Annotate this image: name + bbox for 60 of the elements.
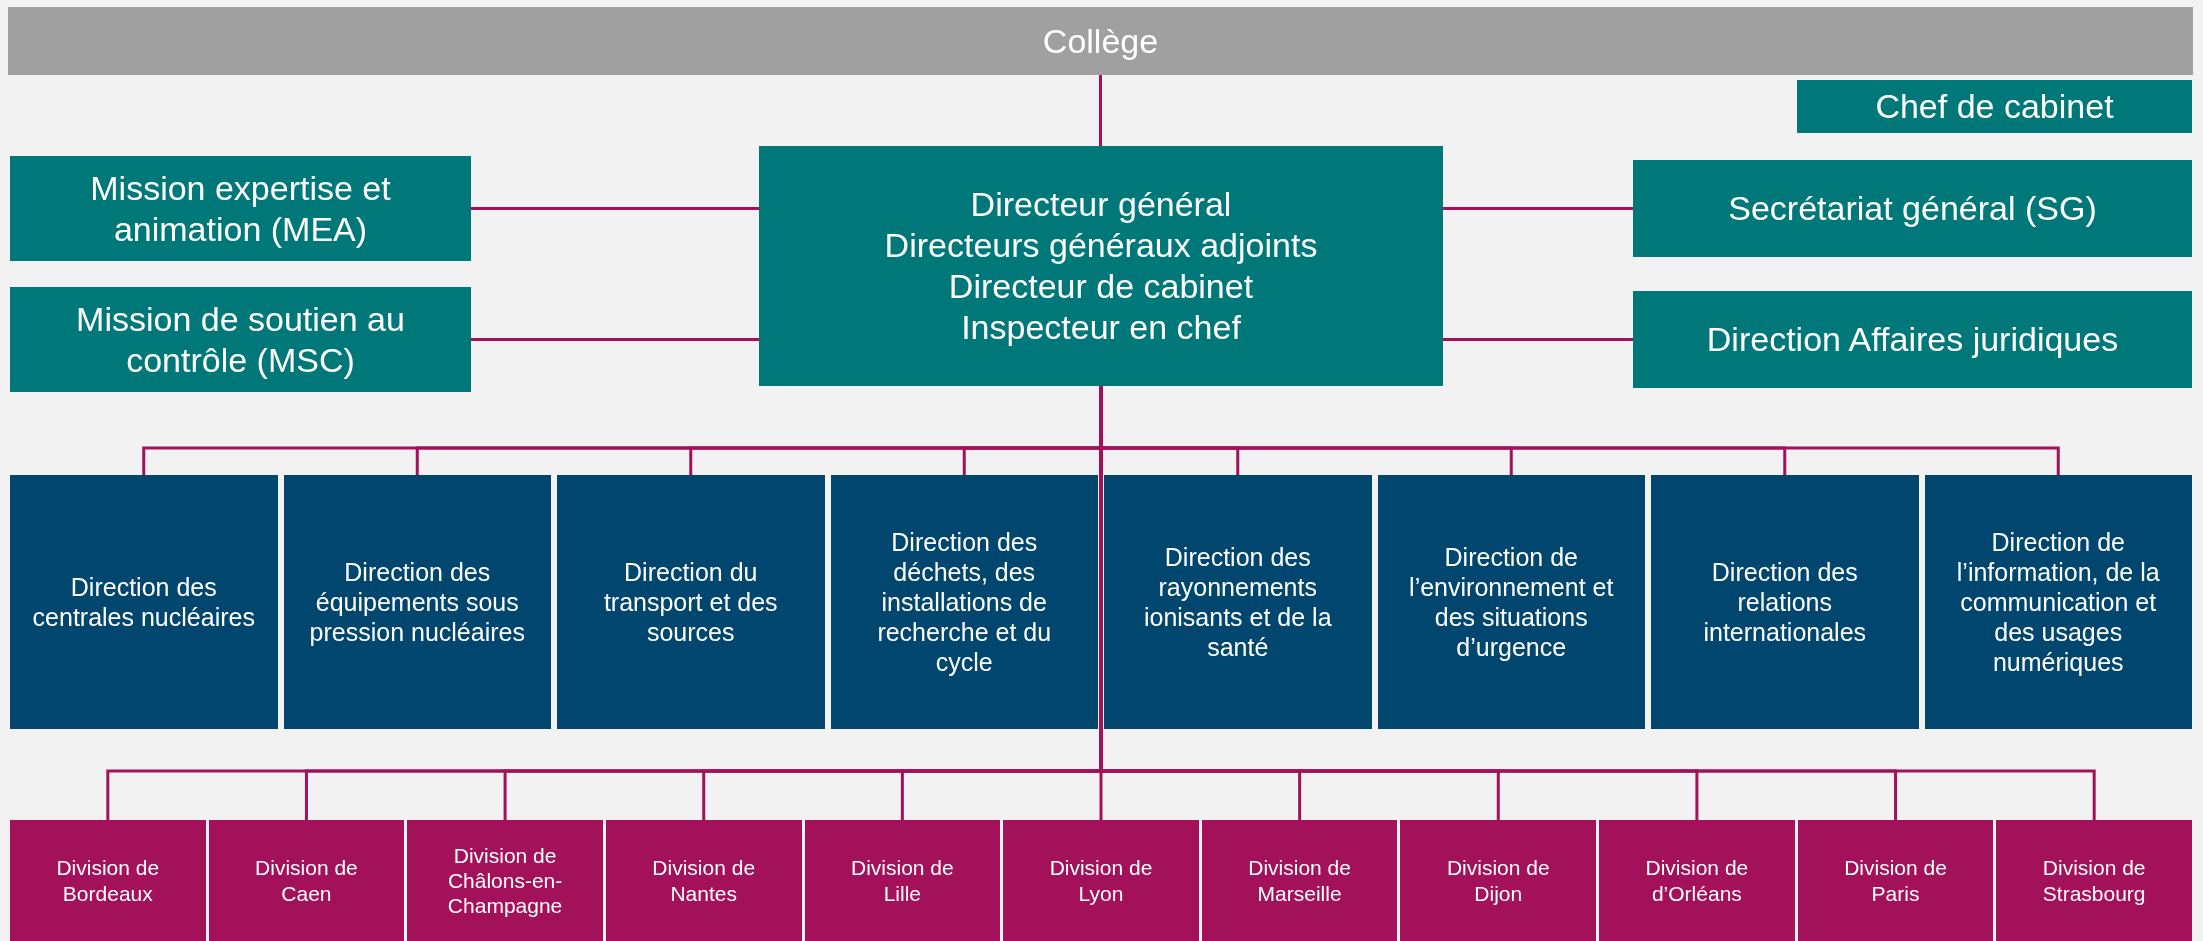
connector-line <box>1443 338 1633 341</box>
org-box <box>1599 820 1795 941</box>
unit-name: Directeur général <box>970 184 1232 226</box>
org-box <box>830 475 1098 729</box>
unit-name: Chef de cabinet <box>1875 86 2114 127</box>
connector-line <box>471 338 759 341</box>
org-box <box>1797 820 1994 941</box>
org-box <box>10 287 471 392</box>
unit-name: Division de Bordeaux <box>55 855 161 906</box>
org-box <box>1633 160 2192 257</box>
org-box <box>804 820 1001 941</box>
org-box <box>1633 291 2192 388</box>
unit-name: Secrétariat général (SG) <box>1728 188 2097 229</box>
unit-name: Collège <box>1042 20 1159 62</box>
unit-name: Direction de l’information, de la communication et des usages numériques <box>1955 527 2161 677</box>
connector-line <box>1443 207 1633 210</box>
unit-name: Mission de soutien au contrôle (MSC) <box>75 298 406 381</box>
unit-name: Division de d’Orléans <box>1644 855 1750 906</box>
org-box <box>208 820 405 941</box>
org-box <box>1003 820 1199 941</box>
org-box <box>1924 475 2192 729</box>
org-box <box>605 820 802 941</box>
org-box <box>407 820 603 941</box>
unit-name: Mission expertise et animation (MEA) <box>89 167 392 250</box>
unit-name: Direction des relations internationales <box>1702 557 1868 647</box>
unit-name: Directeurs généraux adjoints <box>884 225 1318 266</box>
unit-name: Division de Marseille <box>1247 855 1352 906</box>
unit-name: Division de Châlons-en-Champagne <box>446 842 564 919</box>
connector-line <box>1099 75 1102 146</box>
unit-name: Division de Paris <box>1843 855 1948 906</box>
unit-name: Inspecteur en chef <box>961 306 1241 348</box>
unit-name: Direction des centrales nucléaires <box>32 572 256 632</box>
org-box <box>283 475 551 729</box>
unit-name: Division de Dijon <box>1445 855 1551 906</box>
org-box <box>557 475 825 729</box>
unit-name: Directeur de cabinet <box>948 266 1254 307</box>
org-box <box>1400 820 1597 941</box>
org-box <box>10 156 471 261</box>
org-box <box>1104 475 1372 729</box>
org-box <box>1651 475 1919 729</box>
unit-name: Direction de l’environnement et des situations d’urgence <box>1408 542 1615 662</box>
org-box <box>1996 820 2192 941</box>
unit-name: Division de Caen <box>254 855 359 906</box>
org-box <box>1201 820 1398 941</box>
unit-name: Division de Strasbourg <box>2041 855 2147 906</box>
connector-line <box>471 207 759 210</box>
unit-name: Division de Lille <box>850 855 955 906</box>
org-box <box>1377 475 1645 729</box>
unit-name: Direction des déchets, des installations de recherche et du cycle <box>876 527 1053 677</box>
org-box <box>10 475 278 729</box>
unit-name: Direction du transport et des sources <box>602 557 779 647</box>
unit-name: Direction des rayonnements ionisants et de la santé <box>1142 542 1333 662</box>
unit-name: Division de Nantes <box>651 855 757 906</box>
unit-name: Direction des équipements sous pression nucléaires <box>308 557 526 647</box>
org-box <box>1797 80 2192 133</box>
unit-name: Division de Lyon <box>1048 855 1154 906</box>
unit-name: Direction Affaires juridiques <box>1706 319 2119 360</box>
org-box <box>10 820 206 941</box>
org-box <box>8 7 2193 75</box>
org-box <box>759 146 1443 386</box>
